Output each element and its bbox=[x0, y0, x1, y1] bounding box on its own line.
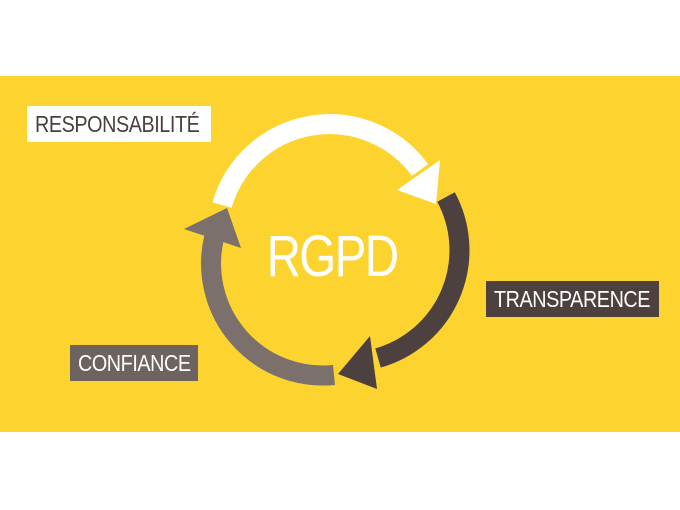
center-title: RGPD bbox=[266, 224, 399, 289]
label-responsabilite: RESPONSABILITÉ bbox=[27, 106, 211, 142]
arrow-white-head bbox=[397, 160, 440, 204]
label-responsabilite-text: RESPONSABILITÉ bbox=[35, 111, 200, 137]
arrow-grey-head bbox=[184, 208, 241, 248]
arrow-dark-arc bbox=[375, 192, 470, 368]
label-confiance-text: CONFIANCE bbox=[78, 350, 191, 376]
label-confiance: CONFIANCE bbox=[70, 345, 198, 381]
arrow-dark-head bbox=[338, 336, 377, 389]
label-transparence-text: TRANSPARENCE bbox=[494, 286, 651, 312]
label-transparence: TRANSPARENCE bbox=[486, 281, 659, 317]
arrow-white-arc bbox=[212, 114, 429, 208]
arrow-grey-arc bbox=[201, 235, 335, 386]
